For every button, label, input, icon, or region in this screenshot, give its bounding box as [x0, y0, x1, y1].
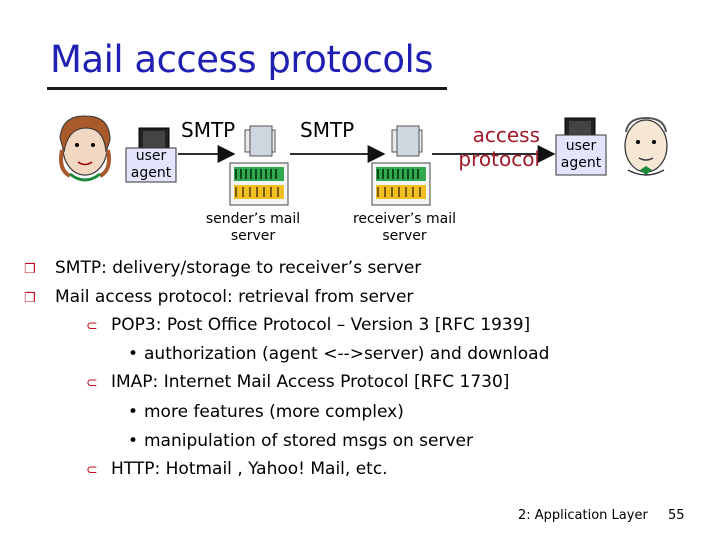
sender-person-icon [59, 115, 111, 182]
dot-marker-icon: • [128, 402, 139, 422]
mail-diagram [59, 115, 668, 206]
receiver-server-line1: receiver’s mail [352, 211, 457, 227]
sub-bullet-pop3: POP3: Post Office Protocol – Version 3 [… [111, 315, 531, 335]
user-agent-left-label: user agent [128, 148, 174, 182]
receiver-person-icon [624, 116, 668, 176]
sender-server-label: sender’s mail server [198, 211, 308, 245]
bullet-smtp: SMTP: delivery/storage to receiver’s ser… [55, 258, 422, 278]
page-number: 55 [668, 508, 685, 523]
item-imap-features: more features (more complex) [144, 402, 404, 422]
item-imap-manipulation: manipulation of stored msgs on server [144, 431, 473, 451]
receiver-server-label: receiver’s mail server [347, 211, 462, 245]
sub-bullet-marker-icon: ⊂ [86, 375, 98, 391]
access-protocol-label: access protocol [440, 123, 540, 171]
title-underline [47, 87, 447, 90]
user-agent-left-line1: user [135, 148, 167, 164]
dot-marker-icon: • [128, 431, 139, 451]
mail-server-icon [371, 125, 431, 206]
sender-server-line1: sender’s mail [205, 211, 301, 227]
item-pop3-authorization: authorization (agent <-->server) and dow… [144, 344, 550, 364]
dot-marker-icon: • [128, 344, 139, 364]
computer-icon [555, 117, 607, 176]
access-protocol-line1: access [472, 123, 540, 147]
sub-bullet-http: HTTP: Hotmail , Yahoo! Mail, etc. [111, 459, 388, 479]
sub-bullet-marker-icon: ⊂ [86, 462, 98, 478]
mail-server-icon [229, 125, 289, 206]
bullet-marker-icon: ❒ [24, 262, 36, 277]
user-agent-right-line1: user [565, 138, 597, 154]
page-title: Mail access protocols [50, 38, 434, 81]
sub-bullet-imap: IMAP: Internet Mail Access Protocol [RFC… [111, 372, 510, 392]
computer-icon [125, 127, 177, 183]
sub-bullet-marker-icon: ⊂ [86, 318, 98, 334]
sender-server-line2: server [230, 228, 276, 244]
smtp-label-1: SMTP [181, 118, 236, 142]
bullet-marker-icon: ❒ [24, 291, 36, 306]
footer-chapter: 2: Application Layer [518, 508, 648, 523]
smtp-label-2: SMTP [300, 118, 355, 142]
bullet-mail-access: Mail access protocol: retrieval from ser… [55, 287, 414, 307]
user-agent-right-line2: agent [560, 155, 602, 171]
access-protocol-line2: protocol [458, 147, 540, 171]
user-agent-right-label: user agent [557, 138, 605, 172]
user-agent-left-line2: agent [130, 165, 172, 181]
receiver-server-line2: server [382, 228, 427, 244]
